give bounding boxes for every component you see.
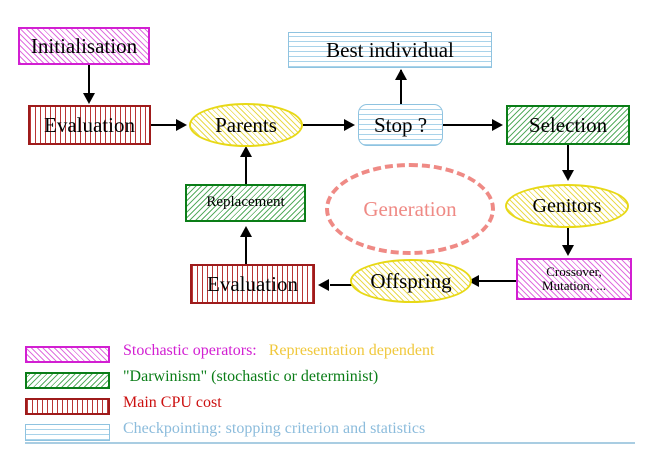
- legend-swatch-red-vertical-hatch: [25, 398, 110, 415]
- edge-stop-selection-arrowhead: [492, 119, 503, 131]
- node-offspring[interactable]: Offspring: [350, 259, 472, 303]
- node-evaluation-bottom-label: Evaluation: [207, 271, 298, 296]
- legend-label-darwinism: "Darwinism" (stochastic or determinist): [123, 368, 378, 386]
- node-initialisation[interactable]: Initialisation: [18, 27, 150, 65]
- edge-stop-best-individual-line: [400, 70, 402, 106]
- edge-initialisation-evaluation-arrowhead: [83, 93, 95, 104]
- edge-stop-best-individual-arrowhead: [395, 69, 407, 80]
- node-genitors[interactable]: Genitors: [505, 184, 629, 228]
- node-genitors-label: Genitors: [532, 194, 602, 217]
- node-crossover-mutation[interactable]: Crossover, Mutation, ...: [516, 258, 632, 300]
- edge-evaluation-replacement-arrowhead: [240, 226, 252, 237]
- edge-evaluation-parents-line: [151, 124, 179, 126]
- edge-offspring-evaluation-arrowhead: [318, 279, 329, 291]
- node-evaluation-bottom[interactable]: Evaluation: [190, 264, 315, 304]
- legend-swatch-blue-horizontal-hatch: [25, 424, 110, 441]
- node-generation-label: Generation: [363, 196, 457, 221]
- node-replacement-label: Replacement: [206, 194, 285, 211]
- legend-text-primary-2: Main CPU cost: [123, 394, 222, 411]
- legend-swatch-magenta-diagonal-hatch: [25, 346, 110, 363]
- legend-label-checkpointing: Checkpointing: stopping criterion and st…: [123, 420, 425, 438]
- edge-replacement-parents-arrowhead: [240, 146, 252, 157]
- node-selection[interactable]: Selection: [506, 105, 630, 145]
- legend-swatch-green-diagonal-hatch: [25, 372, 110, 389]
- node-parents-label: Parents: [215, 112, 277, 137]
- node-selection-label: Selection: [528, 112, 608, 137]
- legend-label-stochastic-operators: Stochastic operators: Representation dep…: [123, 342, 434, 360]
- edge-selection-genitors-line: [567, 145, 569, 173]
- edge-genitors-crossover-arrowhead: [562, 245, 574, 256]
- node-initialisation-label: Initialisation: [30, 33, 138, 58]
- node-generation-loop: Generation: [325, 163, 495, 255]
- node-stop[interactable]: Stop ?: [358, 104, 443, 146]
- legend-text-primary-0: Stochastic operators:: [123, 342, 257, 359]
- node-offspring-label: Offspring: [370, 268, 452, 293]
- node-replacement[interactable]: Replacement: [185, 184, 306, 222]
- node-crossover-mutation-label-line2: Mutation, ...: [542, 278, 606, 293]
- edge-parents-stop-arrowhead: [344, 119, 355, 131]
- edge-initialisation-evaluation-line: [88, 65, 90, 95]
- node-best-individual-label: Best individual: [326, 37, 454, 62]
- edge-evaluation-replacement-line: [245, 233, 247, 265]
- node-parents[interactable]: Parents: [189, 103, 303, 147]
- bottom-divider: [25, 442, 635, 444]
- edge-replacement-parents-line: [245, 155, 247, 185]
- edge-parents-stop-line: [303, 124, 346, 126]
- legend-text-primary-3: Checkpointing: stopping criterion and st…: [123, 420, 426, 437]
- node-stop-label: Stop ?: [373, 112, 428, 137]
- edge-stop-selection-line: [443, 124, 494, 126]
- node-evaluation-top[interactable]: Evaluation: [28, 105, 151, 145]
- legend-label-main-cpu-cost: Main CPU cost: [123, 394, 222, 412]
- edge-crossover-offspring-arrowhead: [468, 275, 479, 287]
- legend-text-secondary-0: Representation dependent: [268, 342, 435, 359]
- legend-text-primary-1: "Darwinism" (stochastic or determinist): [123, 368, 379, 385]
- node-evaluation-top-label: Evaluation: [44, 112, 135, 137]
- edge-selection-genitors-arrowhead: [562, 170, 574, 181]
- edge-crossover-offspring-line: [478, 280, 517, 282]
- node-best-individual[interactable]: Best individual: [288, 32, 492, 68]
- node-crossover-mutation-label-line1: Crossover,: [546, 264, 602, 280]
- edge-genitors-crossover-line: [567, 228, 569, 248]
- edge-evaluation-parents-arrowhead: [176, 119, 187, 131]
- edge-offspring-evaluation-line: [330, 284, 352, 286]
